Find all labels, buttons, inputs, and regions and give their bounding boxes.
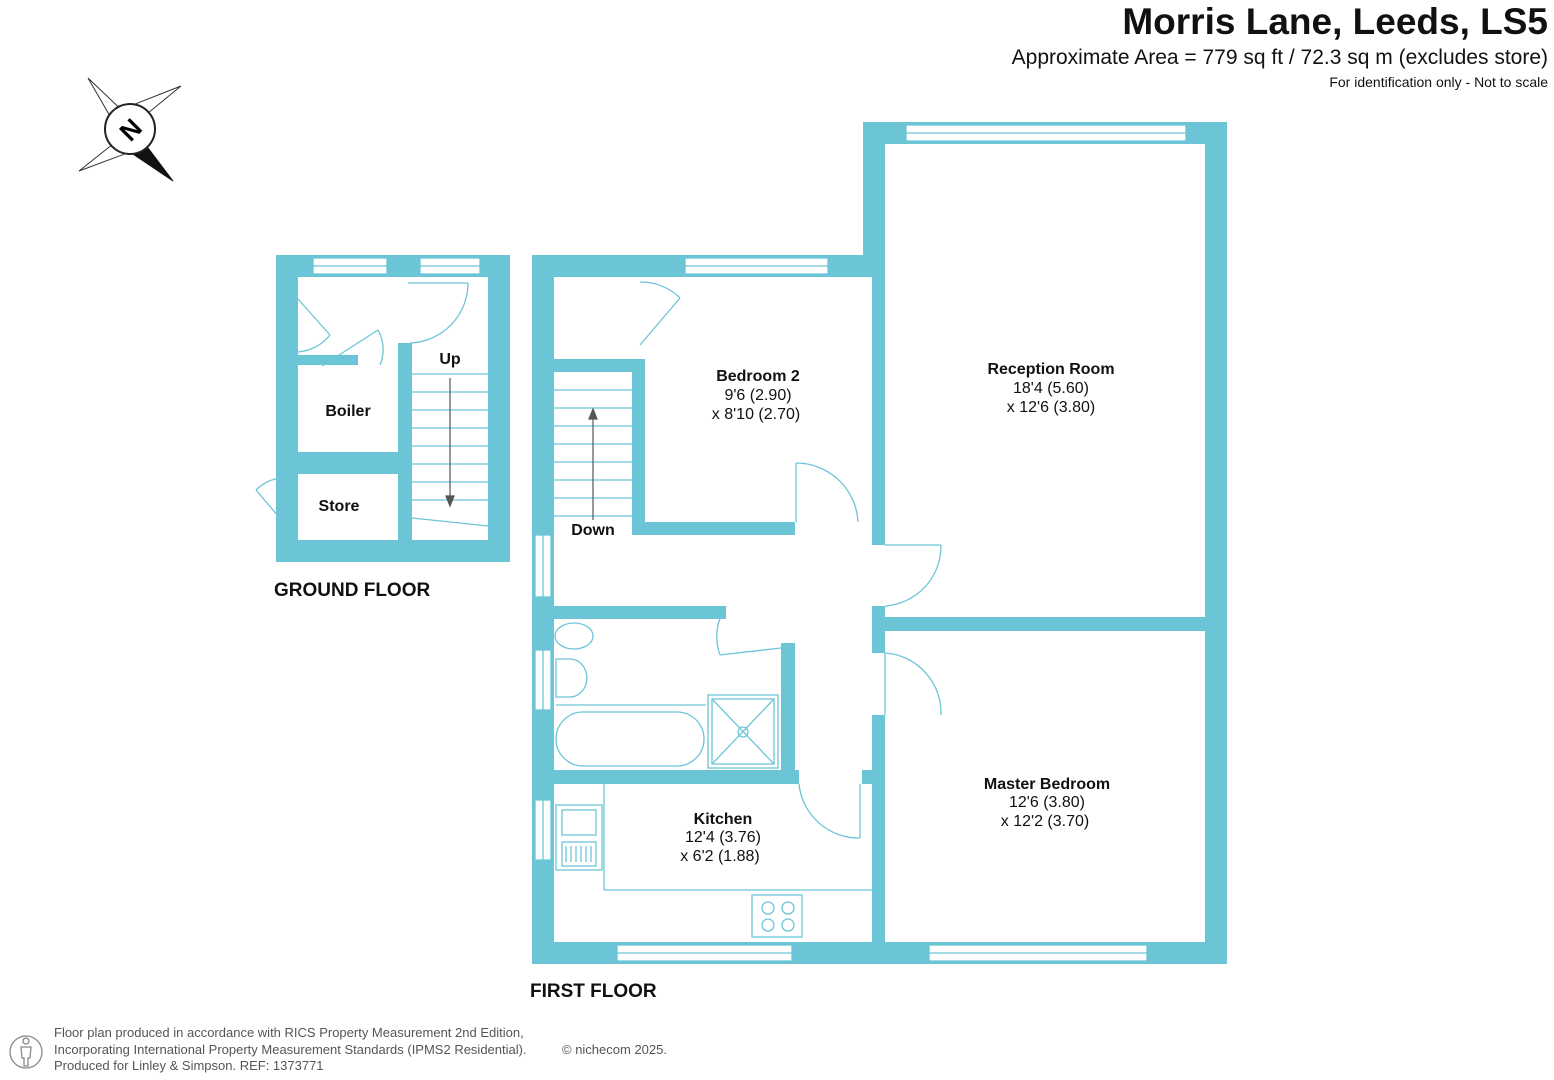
master-dim2: x 12'2 (3.70) [1001, 813, 1089, 830]
master-dim1: 12'6 (3.80) [1009, 794, 1085, 811]
ground-floor-label: GROUND FLOOR [274, 580, 431, 601]
first-floor-details [534, 124, 1187, 962]
reception-dim2: x 12'6 (3.80) [1007, 399, 1095, 416]
footer-line-1: Floor plan produced in accordance with R… [54, 1025, 524, 1040]
ground-floor-details [255, 257, 489, 531]
bedroom2-dim1: 9'6 (2.90) [724, 387, 791, 404]
scale-note: For identification only - Not to scale [1329, 74, 1548, 90]
bedroom2-dim2: x 8'10 (2.70) [712, 406, 800, 423]
reception-dim1: 18'4 (5.60) [1013, 380, 1089, 397]
kitchen-name: Kitchen [694, 811, 753, 828]
store-label: Store [319, 498, 360, 515]
room-labels: Boiler Store Up Down Bedroom 2 9'6 (2.90… [319, 351, 1115, 865]
first-floor-label: FIRST FLOOR [530, 981, 657, 1002]
ground-floor-plan [276, 255, 510, 562]
footer-line-2: Incorporating International Property Mea… [54, 1041, 527, 1057]
down-stair-arrow-icon [588, 407, 598, 520]
page-title: Morris Lane, Leeds, LS5 [1122, 1, 1548, 42]
footer-line-3: Produced for Linley & Simpson. REF: 1373… [54, 1058, 324, 1073]
first-floor-plan [532, 122, 1227, 964]
copyright: © nichecom 2025. [562, 1042, 667, 1057]
stair-arrow-icon [445, 378, 455, 508]
header: Morris Lane, Leeds, LS5 Approximate Area… [1012, 0, 1548, 91]
stairs-up-label: Up [439, 351, 461, 368]
kitchen-dim2: x 6'2 (1.88) [680, 848, 760, 865]
master-name: Master Bedroom [984, 776, 1110, 793]
compass-north-icon: N [78, 77, 182, 182]
kitchen-dim1: 12'4 (3.76) [685, 829, 761, 846]
stairs-down-label: Down [571, 522, 615, 539]
reception-name: Reception Room [987, 361, 1114, 378]
area-summary: Approximate Area = 779 sq ft / 72.3 sq m… [1011, 46, 1548, 69]
person-icon [9, 1035, 43, 1069]
footer: Floor plan produced in accordance with R… [54, 1025, 527, 1075]
bedroom2-name: Bedroom 2 [716, 368, 800, 385]
boiler-label: Boiler [325, 403, 370, 420]
